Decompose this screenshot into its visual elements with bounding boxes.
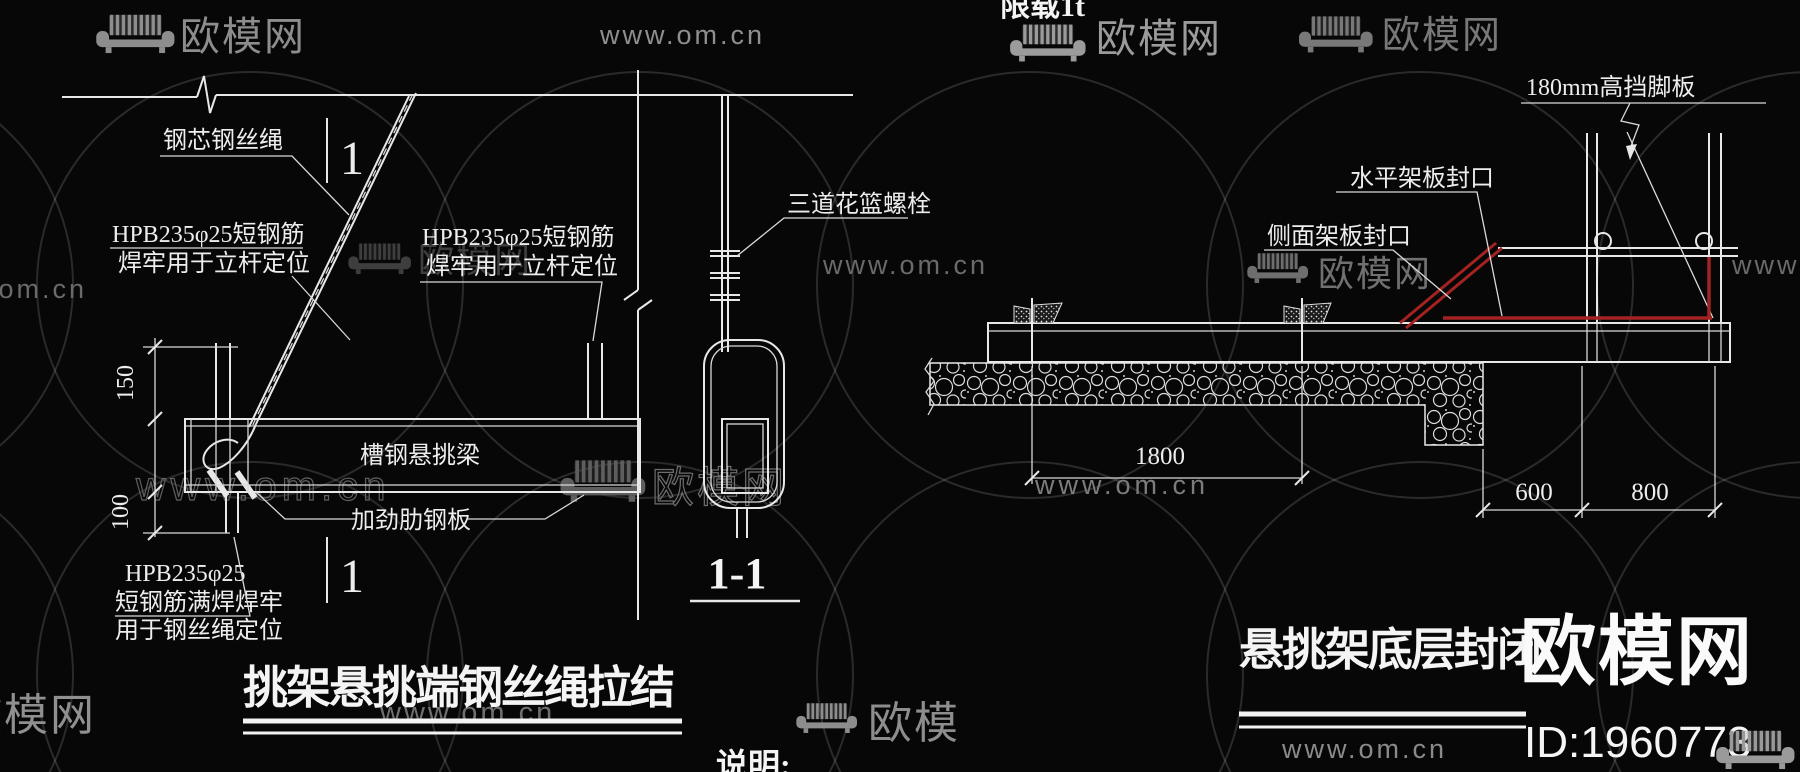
sofa-logo-icon [348,243,411,275]
anchor-bolt [1283,298,1332,362]
svg-text:800: 800 [1631,479,1669,506]
left-drawing: 1 1 [62,75,853,735]
sofa-logo-icon [1010,24,1086,62]
svg-text:焊牢用于立杆定位: 焊牢用于立杆定位 [118,250,310,277]
dimension-150-100: 150 100 [108,338,238,541]
svg-text:悬挑架底层封闭: 悬挑架底层封闭 [1239,625,1540,675]
sealing-boards [1399,241,1712,330]
label-rebar-right: HPB235φ25短钢筋 焊牢用于立杆定位 [420,224,618,342]
sofa-logo-icon [1299,16,1373,53]
brand-logo-text: 欧模网 [1520,610,1754,695]
svg-text:钢芯钢丝绳: 钢芯钢丝绳 [163,127,283,154]
label-rebar-left: HPB235φ25短钢筋 焊牢用于立杆定位 [110,221,351,341]
left-post-stub [215,343,231,419]
svg-text:短钢筋满焊焊牢: 短钢筋满焊焊牢 [115,589,283,616]
watermark-brand: 欧模网 [180,15,306,59]
image-id: ID:1960773 [1524,718,1752,767]
watermark-url: www.om.cn [135,463,391,509]
scaffold-outer-post [1708,133,1722,323]
section-number: 1 [340,550,364,603]
watermark-brand: 欧模网 [1318,253,1432,294]
anchor-bolt [1013,298,1063,362]
dimension-1800: 1800 [1024,366,1310,486]
label-beam: 槽钢悬挑梁 [360,442,480,469]
watermark-url: www.om.cn [1281,734,1447,764]
watermark-url: www.om.cn [379,697,555,729]
rope-positioning-stub [225,492,239,533]
floor-slab [924,357,1484,446]
label-wire-rope: 钢芯钢丝绳 [160,127,350,216]
right-drawing: 180mm高挡脚板 水平架板封口 侧面架板封口 1800 [924,74,1766,729]
label-turnbuckle: 三道花篮螺栓 [736,191,931,257]
right-drawing-title: 悬挑架底层封闭 [1239,625,1542,729]
section-1-1-view: 三道花篮螺栓 1-1 [623,70,931,620]
svg-text:用于钢丝绳定位: 用于钢丝绳定位 [115,617,283,644]
site-branding: 欧模网 ID:1960773 [1520,610,1795,770]
svg-text:180mm高挡脚板: 180mm高挡脚板 [1526,74,1695,101]
svg-text:HPB235φ25短钢筋: HPB235φ25短钢筋 [422,224,615,251]
sofa-logo-icon [796,703,858,733]
rope-loop-around-beam [703,339,785,538]
svg-text:侧面架板封口: 侧面架板封口 [1267,223,1411,250]
watermark-url: www.om.cn [1034,470,1209,500]
svg-text:1-1: 1-1 [708,549,767,598]
cantilever-beam [987,322,1731,363]
svg-text:水平架板封口: 水平架板封口 [1350,165,1494,192]
label-horizontal-seal: 水平架板封口 [1336,165,1503,317]
watermark-url: www.om.cn [1731,250,1800,280]
hanging-wire-rod [710,95,740,352]
label-stiffener: 加劲肋钢板 [255,491,585,534]
watermark-url: www.om.cn [599,20,765,50]
label-side-seal: 侧面架板封口 [1264,223,1452,300]
svg-text:加劲肋钢板: 加劲肋钢板 [351,507,471,534]
svg-text:1800: 1800 [1135,443,1185,470]
sofa-logo-icon [96,14,175,54]
watermark-circle-pattern [0,71,1800,772]
dim-150: 150 [113,365,139,401]
right-post-stub [587,343,603,419]
svg-text:HPB235φ25: HPB235φ25 [125,561,246,587]
watermark-brand: 欧模网 [1382,15,1502,57]
dim-100: 100 [108,494,134,530]
section-cut-mark-bottom: 1 [326,537,364,603]
svg-text:HPB235φ25短钢筋: HPB235φ25短钢筋 [112,221,305,248]
watermark-brand-short: 欧模 [868,699,960,748]
svg-text:三道花篮螺栓: 三道花篮螺栓 [787,191,931,218]
section-view-label: 1-1 [690,549,800,603]
coupler [1594,232,1612,250]
cantilever-beam [184,418,641,493]
scaffold-ledger [1498,247,1738,257]
label-toe-board: 180mm高挡脚板 [1521,74,1766,160]
left-drawing-title: 挑架悬挑端钢丝绳拉结 [243,663,682,735]
structure-edge-line [623,70,653,620]
coupler [1695,232,1713,250]
section-number: 1 [340,132,364,185]
turnbuckles [710,250,740,301]
watermark-url: www.om.cn [822,250,988,280]
watermark-brand: 欧模网 [418,239,532,280]
upper-structure-line [62,75,853,114]
section-cut-mark-top: 1 [326,118,364,185]
load-limit-note: 限载1t [1000,0,1085,23]
watermark-url: www.om.cn [0,274,87,304]
svg-text:焊牢用于立杆定位: 焊牢用于立杆定位 [426,253,618,280]
watermark-brand: 欧模网 [0,691,96,740]
dimension-600-800: 600 800 [1475,366,1723,518]
svg-text:600: 600 [1515,479,1553,506]
notes-heading: 说明: [716,747,791,772]
watermark-brand: 欧模网 [652,464,787,511]
scaffold-inner-post [1586,133,1598,323]
watermark-layer: 欧模网 www.om.cn 欧模网 欧模网 欧模网 www.om.cn www.… [0,14,1800,764]
diagonal-brace [1626,131,1714,319]
sofa-logo-icon [1247,253,1309,283]
watermark-brand: 欧模网 [1096,17,1222,61]
svg-text:挑架悬挑端钢丝绳拉结: 挑架悬挑端钢丝绳拉结 [243,663,674,713]
label-rebar-bottom: HPB235φ25 短钢筋满焊焊牢 用于钢丝绳定位 [115,536,283,644]
